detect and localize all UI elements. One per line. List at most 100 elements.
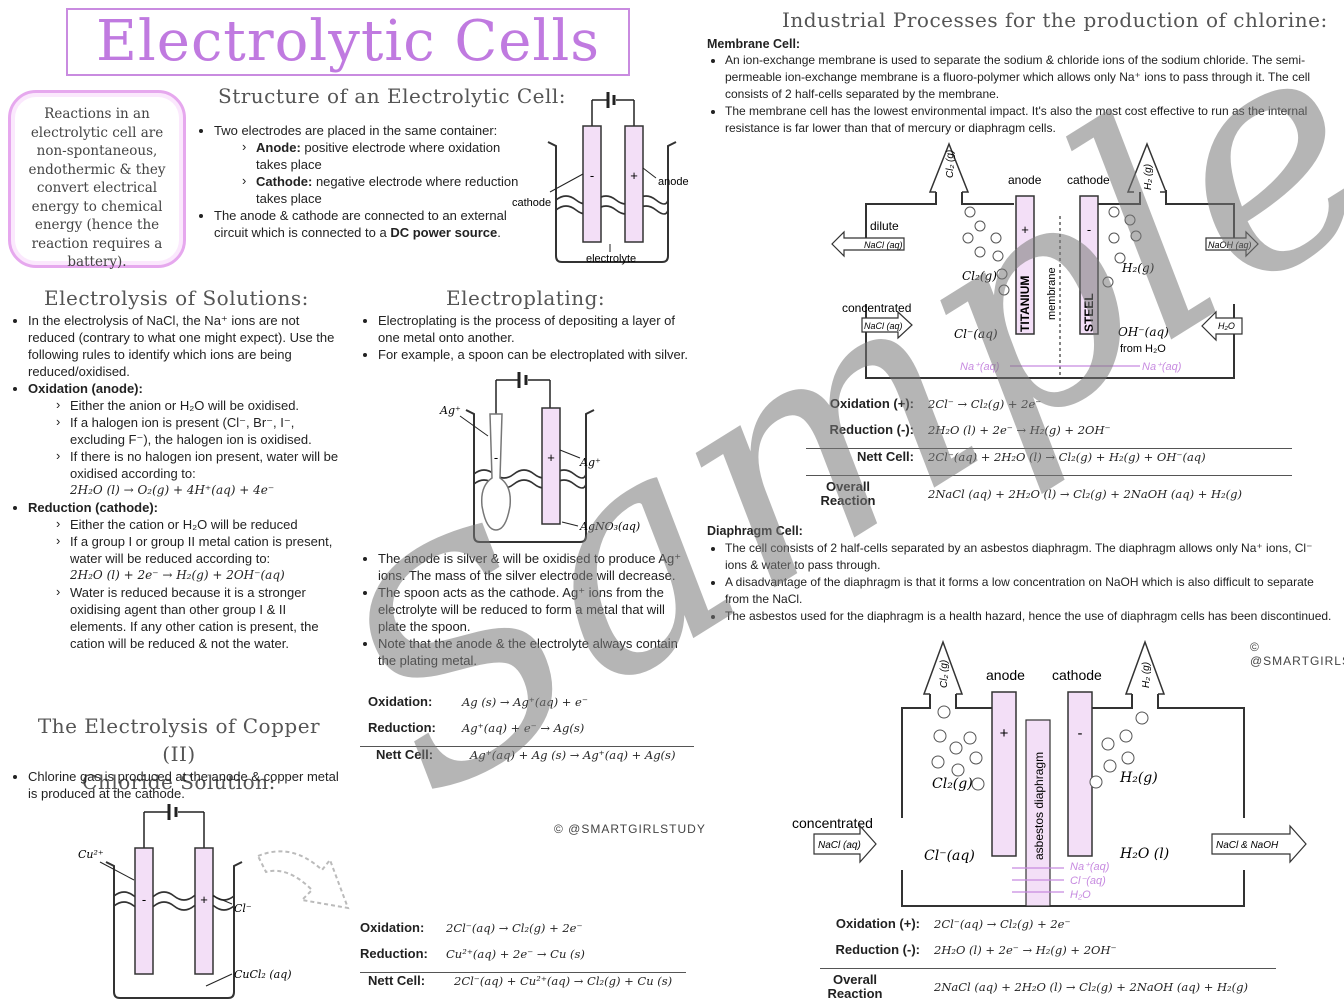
reduction-heading: Reduction (cathode): [28,499,340,516]
credit-left: © @SMARTGIRLSTUDY [554,822,706,836]
arrow-icon [256,850,350,910]
reduction-rule-1: Either the cation or H₂O will be reduced [56,515,340,533]
agno3-label: AgNO₃(aq) [579,520,640,533]
diaphragm-cl2g-label: Cl₂(g) [932,776,973,792]
diaphragm-h2o-label: H₂O (l) [1119,846,1169,862]
water-reduction-equation: 2H₂O (l) + 2e⁻ → H₂(g) + 2OH⁻(aq) [70,568,285,582]
diaphragm-anode-label: anode [986,667,1025,683]
diaphragm-naoh-out-label: NaCl & NaOH [1216,840,1279,851]
silver-plus-sign: + [547,450,555,465]
spoon-minus-sign: - [494,450,498,465]
oxidation-rule-3: If there is no halogen ion present, wate… [56,447,340,482]
diaphragm-bullet-1: The cell consists of 2 half-cells separa… [725,540,1337,574]
diaphragm-cell-diagram: Cl₂ (g) H₂ (g) anode cathode + - asbesto… [792,639,1307,907]
membrane-cl2g-label: Cl₂(g) [962,269,997,283]
membrane-label: membrane [1046,267,1058,320]
electroplating-bullet-3: The anode is silver & will be oxidised t… [378,550,690,584]
membrane-equations: Oxidation (+):2Cl⁻ → Cl₂(g) + 2e⁻ Reduct… [806,396,1292,512]
electroplating-bullet-4: The spoon acts as the cathode. Ag⁺ ions … [378,584,690,635]
dilute-label: dilute [870,219,899,233]
membrane-h2-outlet-label: H₂ (g) [1143,164,1154,190]
diaphragm-h2g-label: H₂(g) [1119,770,1158,786]
page-title: Electrolytic Cells [96,9,600,74]
diaphragm-bullet-2: A disadvantage of the diaphragm is that … [725,574,1337,608]
electroplating-list-bottom: The anode is silver & will be oxidised t… [360,550,690,669]
solutions-list: In the electrolysis of NaCl, the Na⁺ ion… [10,312,340,652]
diaphragm-list: The cell consists of 2 half-cells separa… [707,540,1337,625]
membrane-anode-label: anode [1008,173,1042,187]
cu-ion-label: Cu²⁺ [78,848,104,861]
electroplating-bullet-1: Electroplating is the process of deposit… [378,312,690,346]
asbestos-diaphragm-label: asbestos diaphragm [1032,752,1046,860]
electroplating-equations: Oxidation:Ag (s) → Ag⁺(aq) + e⁻ Reductio… [360,694,694,773]
cathode-label: cathode [512,197,551,209]
structure-heading: Structure of an Electrolytic Cell: [218,84,567,108]
concentrated-nacl-label: NaCl (aq) [864,321,903,331]
definition-callout: Reactions in an electrolytic cell are no… [8,90,186,270]
credit-right: © @SMARTGIRLSTUDY [1250,640,1344,668]
membrane-na-label-2: Na⁺(aq) [1142,361,1182,373]
electroplating-heading: Electroplating: [446,286,606,310]
cathode-definition: Cathode: negative electrode where reduct… [242,172,532,207]
reduction-rule-3: Water is reduced because it is a stronge… [56,583,340,652]
membrane-na-label-1: Na⁺(aq) [960,361,1000,373]
diaphragm-equations: Oxidation (+):2Cl⁻(aq) → Cl₂(g) + 2e⁻ Re… [820,916,1276,1005]
membrane-cl-aq-label: Cl⁻(aq) [954,327,998,341]
cell-plus-sign: + [630,168,638,183]
membrane-from-h2o-label: from H₂O [1120,343,1166,355]
oxidation-rule-2: If a halogen ion is present (Cl⁻, Br⁻, I… [56,413,340,448]
titanium-label: TITANIUM [1018,276,1032,332]
diaphragm-cl-label: Cl⁻(aq) [1070,875,1106,887]
membrane-oh-aq-label: OH⁻(aq) [1118,325,1169,339]
water-in-label: H₂O [1218,321,1235,331]
electrolyte-label: electrolyte [586,253,636,265]
anode-definition: Anode: positive electrode where oxidatio… [242,138,532,173]
membrane-cell-diagram: Cl₂ (g) H₂ (g) + - TITANIUM STEEL membra… [831,141,1259,379]
diaphragm-minus-sign: - [1078,725,1083,742]
page-title-box: Electrolytic Cells [66,8,630,76]
membrane-cathode-label: cathode [1067,173,1110,187]
diaphragm-nacl-in-label: NaCl (aq) [818,840,861,851]
cucl2-label: CuCl₂ (aq) [234,968,292,981]
structure-bullet-1: Two electrodes are placed in the same co… [214,122,532,139]
copper-cell-diagram: - + Cu²⁺ Cl⁻ CuCl₂ (aq) [78,804,292,999]
dilute-nacl-label: NaCl (aq) [864,240,903,250]
membrane-cl2-outlet-label: Cl₂ (g) [945,150,956,178]
structure-list: Two electrodes are placed in the same co… [196,122,532,241]
copper-minus-sign: - [142,892,146,907]
oxidation-heading: Oxidation (anode): [28,380,340,397]
diaphragm-heading: Diaphragm Cell: [707,524,803,538]
diaphragm-h2-outlet-label: H₂ (g) [1141,662,1152,688]
electrolytic-cell-diagram: - + cathode anode electrolyte [512,92,689,265]
diaphragm-na-label: Na⁺(aq) [1070,861,1110,873]
diaphragm-plus-sign: + [1000,725,1009,742]
solutions-heading: Electrolysis of Solutions: [44,286,309,310]
electroplating-bullet-5: Note that the anode & the electrolyte al… [378,635,690,669]
oxidation-rule-1: Either the anion or H₂O will be oxidised… [56,396,340,414]
diaphragm-water-label: H₂O [1070,889,1091,901]
definition-text: Reactions in an electrolytic cell are no… [28,106,166,270]
diaphragm-cl-aq-label: Cl⁻(aq) [924,848,975,864]
diaphragm-cl2-outlet-label: Cl₂ (g) [939,660,950,688]
copper-equations: Oxidation:2Cl⁻(aq) → Cl₂(g) + 2e⁻ Reduct… [360,920,686,999]
ag-ion-label-2: Ag⁺ [579,456,601,469]
industrial-heading: Industrial Processes for the production … [782,8,1328,32]
solutions-bullet-1: In the electrolysis of NaCl, the Na⁺ ion… [28,312,340,380]
diaphragm-bullet-3: The asbestos used for the diaphragm is a… [725,608,1337,625]
cell-minus-sign: - [590,168,594,183]
anode-label: anode [658,176,689,188]
membrane-list: An ion-exchange membrane is used to sepa… [707,52,1337,137]
membrane-h2g-label: H₂(g) [1121,261,1155,275]
steel-label: STEEL [1082,293,1096,332]
water-oxidation-equation: 2H₂O (l) → O₂(g) + 4H⁺(aq) + 4e⁻ [70,483,275,497]
copper-list: Chlorine gas is produced at the anode & … [10,768,340,802]
electroplating-bullet-2: For example, a spoon can be electroplate… [378,346,690,363]
membrane-minus-sign: - [1087,222,1091,237]
diaphragm-cathode-label: cathode [1052,667,1102,683]
membrane-bullet-1: An ion-exchange membrane is used to sepa… [725,52,1337,103]
ag-ion-label-1: Ag⁺ [439,404,461,417]
membrane-bullet-2: The membrane cell has the lowest environ… [725,103,1337,137]
electroplating-list-top: Electroplating is the process of deposit… [360,312,690,363]
cl-ion-label: Cl⁻ [234,902,252,915]
membrane-plus-sign: + [1021,222,1029,237]
